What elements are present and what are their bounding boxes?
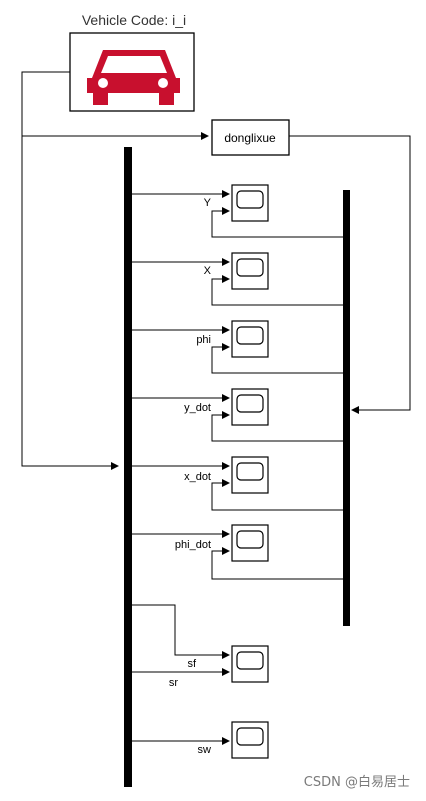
watermark: CSDN @白易居士	[304, 774, 410, 790]
scope-sf-sr[interactable]	[231, 645, 269, 683]
signal-label-sw: sw	[198, 744, 212, 756]
scope-sw[interactable]	[231, 721, 269, 759]
scope-x[interactable]	[231, 252, 269, 290]
vehicle-block[interactable]	[69, 32, 195, 112]
mux-bar[interactable]	[343, 190, 350, 626]
signal-lines	[21, 71, 411, 745]
signal-label-phi-dot: phi_dot	[175, 539, 211, 551]
scope-y-dot[interactable]	[231, 388, 269, 426]
donglixue-block[interactable]: donglixue	[211, 119, 290, 156]
signal-label-sf: sf	[187, 658, 197, 670]
car-icon	[87, 50, 180, 105]
scope-phi[interactable]	[231, 320, 269, 358]
signal-label-x: X	[204, 265, 212, 277]
signal-label-x-dot: x_dot	[184, 471, 211, 483]
scope-phi-dot[interactable]	[231, 524, 269, 562]
scope-y[interactable]	[231, 184, 269, 222]
signal-label-sr: sr	[169, 677, 179, 689]
donglixue-label: donglixue	[224, 131, 276, 145]
vehicle-block-title: Vehicle Code: i_i	[82, 12, 186, 28]
bus-selector-bar[interactable]	[124, 147, 132, 787]
scope-x-dot[interactable]	[231, 456, 269, 494]
signal-label-y: Y	[204, 197, 212, 209]
signal-label-phi: phi	[196, 334, 211, 346]
signal-label-y-dot: y_dot	[184, 402, 211, 414]
